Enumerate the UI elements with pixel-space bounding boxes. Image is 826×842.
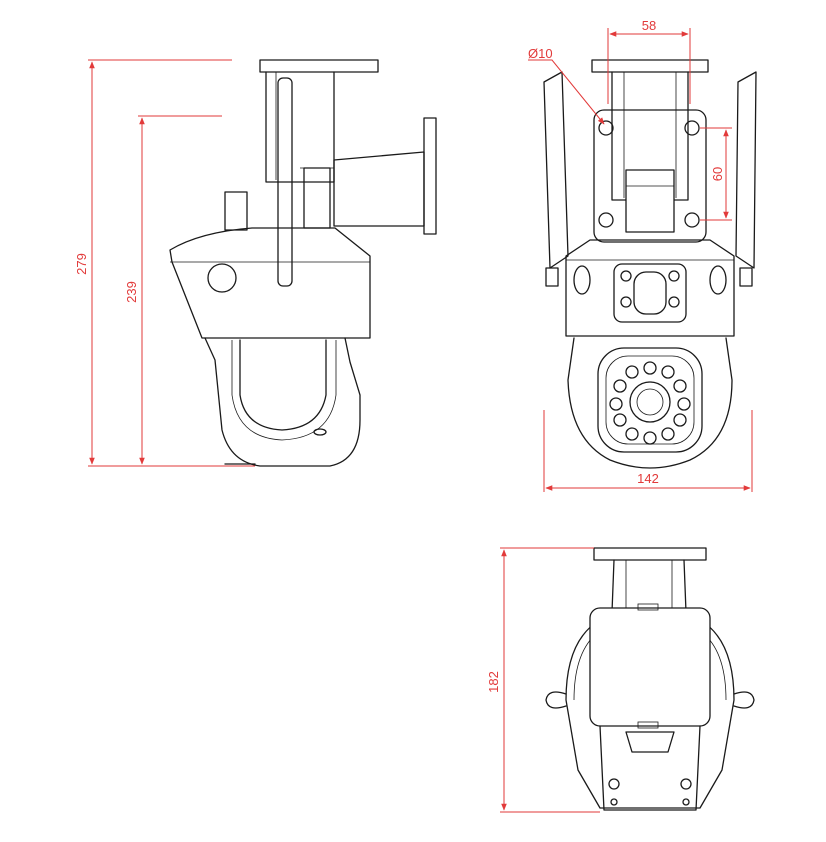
side-main-body [169,227,371,339]
dimension-58: 58 [642,18,656,33]
back-mount-plate [593,547,707,561]
front-left-antenna [543,71,569,269]
back-knob-left [545,691,567,709]
front-right-antenna [735,71,757,269]
side-wall-plate [423,117,437,235]
front-ptz-lens [629,381,671,423]
side-arm [333,151,425,227]
front-bracket-hole [598,212,614,228]
front-dome-housing [567,337,733,469]
front-dimensions: 58 Ø10 60 142 [528,18,753,492]
front-light-sensor-left [573,265,591,295]
front-fixed-lens-panel [613,263,687,323]
back-view [545,547,755,811]
front-column-joint [625,169,675,233]
side-dome-housing [204,337,361,467]
side-view [169,59,437,467]
dimension-182: 182 [486,671,501,693]
front-bracket-hole [684,212,700,228]
side-dimensions: 279 239 [74,59,255,467]
side-column [265,71,335,183]
front-wall-bracket [593,109,707,243]
front-main-body [565,239,735,337]
dimension-hole-diameter: Ø10 [528,46,553,61]
front-ptz-lens-face [597,347,703,453]
back-dimensions: 182 [486,547,600,813]
front-view [543,59,757,469]
side-lens-window [239,339,327,431]
front-mount-plate [591,59,709,73]
back-knob-right [733,691,755,709]
side-antenna [277,77,293,287]
front-ir-leds [609,361,691,445]
back-cover-plate [589,607,711,727]
back-lower-bracket [599,725,701,811]
side-rear-stub [224,191,248,231]
side-mount-plate [259,59,379,73]
dimension-239: 239 [124,281,139,303]
dimension-279: 279 [74,253,89,275]
front-light-sensor-right [709,265,727,295]
dimension-60: 60 [710,167,725,181]
dimension-142: 142 [637,471,659,486]
front-bracket-hole [684,120,700,136]
front-bracket-hole [598,120,614,136]
side-light-sensor [207,263,237,293]
